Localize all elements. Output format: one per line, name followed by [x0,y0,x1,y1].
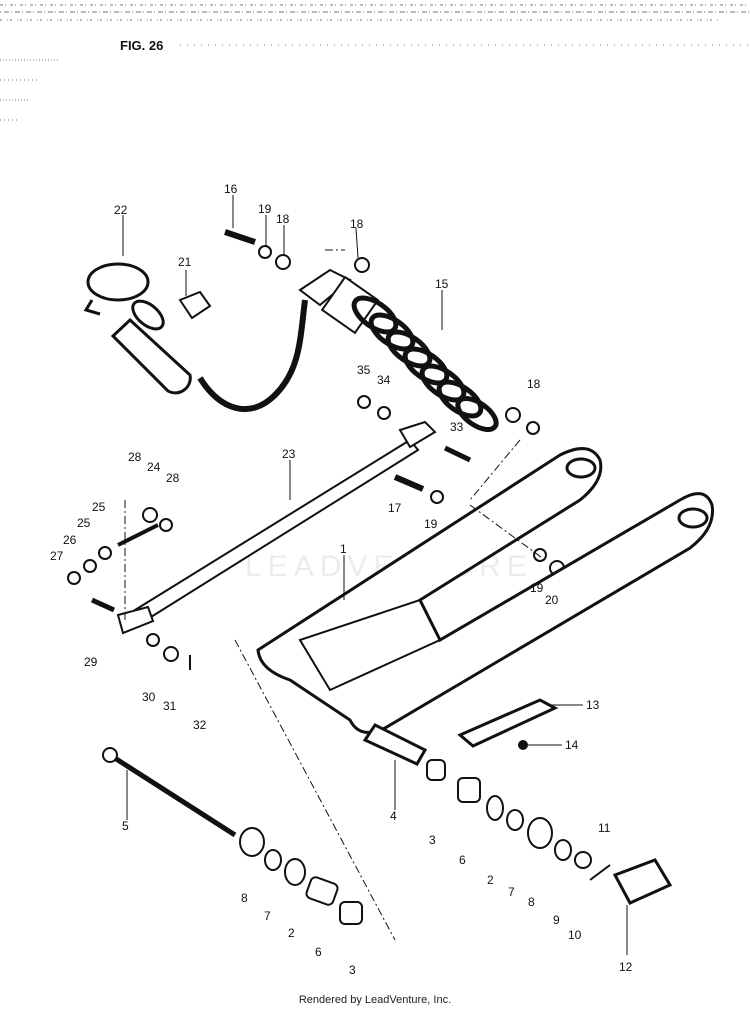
callout-35: 35 [357,363,371,377]
callout-9: 9 [553,913,560,927]
scan-noise-header [0,4,750,121]
callout-1: 1 [340,542,347,556]
callout-12: 12 [619,960,633,974]
callout-14: 14 [565,738,579,752]
part-19-washer [430,490,444,504]
part-23-torque-rod [116,420,437,635]
callout-34: 34 [377,373,391,387]
callout-18: 18 [350,217,364,231]
part-22-hose-clamp [83,262,150,316]
part-12-end-cap [612,858,673,905]
left-hardware [67,507,191,670]
callout-7: 7 [508,885,515,899]
callout-25: 25 [92,500,106,514]
callout-5: 5 [122,819,129,833]
callout-24: 24 [147,460,161,474]
callout-32: 32 [193,718,207,732]
figure-label: FIG. 26 [120,38,163,53]
part-19-washer-2 [533,548,547,562]
callout-20: 20 [545,593,559,607]
callout-23: 23 [282,447,296,461]
callout-25: 25 [77,516,91,530]
shock-reservoir [110,299,192,395]
callout-19: 19 [530,581,544,595]
callout-13: 13 [586,698,600,712]
callout-10: 10 [568,928,582,942]
callout-19: 19 [424,517,438,531]
callout-16: 16 [224,182,238,196]
part-15-rear-shock [298,268,521,433]
callout-30: 30 [142,690,156,704]
part-1-swingarm [256,447,715,766]
callout-18: 18 [276,212,290,226]
callout-19: 19 [258,202,272,216]
callout-6: 6 [459,853,466,867]
callout-11: 11 [598,821,611,835]
reservoir-hose [197,299,308,413]
part-21-clip [178,290,212,320]
callout-28: 28 [128,450,142,464]
callout-26: 26 [63,533,77,547]
part-17-bolt [393,474,425,492]
alignment-lines [124,249,546,941]
top-hardware [224,229,540,463]
leader-lines [122,195,628,955]
callout-15: 15 [435,277,449,291]
callout-3: 3 [349,963,356,977]
part-5-pivot-bolt [108,752,237,838]
callout-17: 17 [388,501,402,515]
callout-2: 2 [288,926,295,940]
callout-28: 28 [166,471,180,485]
callout-21: 21 [178,255,192,269]
callout-27: 27 [50,549,64,563]
callout-labels: 22 21 16 19 18 18 15 35 34 18 33 23 28 2… [50,182,633,977]
callout-22: 22 [114,203,128,217]
callout-7: 7 [264,909,271,923]
callout-31: 31 [163,699,177,713]
callout-6: 6 [315,945,322,959]
callout-2: 2 [487,873,494,887]
callout-18: 18 [527,377,541,391]
callout-29: 29 [84,655,98,669]
render-credit: Rendered by LeadVenture, Inc. [298,994,452,1006]
part-14-screw [518,740,528,750]
callout-33: 33 [450,420,464,434]
callout-4: 4 [390,809,397,823]
part-13-chain-slider [457,698,559,748]
callout-8: 8 [528,895,535,909]
right-bushing-stack [426,759,611,881]
pivot-bolt-head [102,747,118,763]
left-bushing-stack [239,827,363,925]
callout-8: 8 [241,891,248,905]
callout-3: 3 [429,833,436,847]
